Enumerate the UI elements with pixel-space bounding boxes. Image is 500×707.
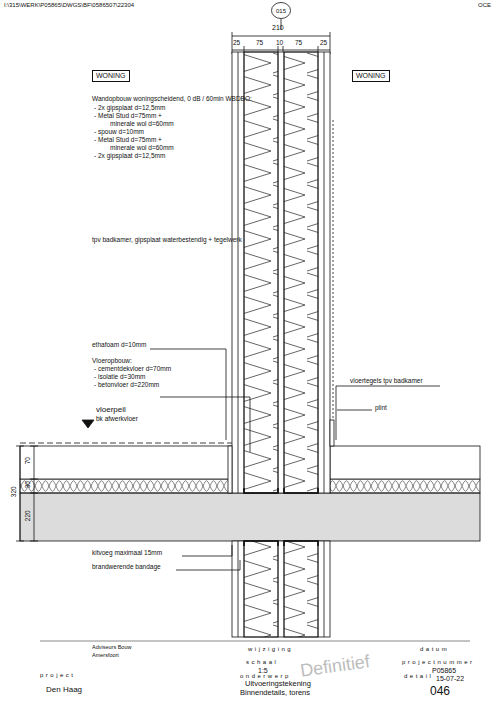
title-field: detail (404, 673, 433, 680)
callout: ethafoam d=10mm (92, 341, 146, 348)
file-path: I:\315\WERK\P05865\DWGS\BF\0586507\22304 (4, 2, 134, 9)
note: tpv badkamer, gipsplaat waterbestendig +… (92, 236, 242, 243)
dimension: 25 (320, 39, 327, 46)
room-name: WONING (352, 70, 390, 82)
title-value: 15-07-22 (436, 675, 464, 683)
dimension: 70 (24, 457, 31, 464)
floor-spec-title: Vloeropbouw: (92, 357, 132, 364)
title-field: wijziging (248, 646, 293, 653)
title-value: Den Haag (46, 685, 82, 694)
callout: vloertegels tpv badkamer (350, 377, 423, 384)
spec-line: - cementdekvloer d=70mm (94, 365, 171, 372)
dimension: 30 (24, 481, 31, 488)
title-value: Uitvoeringstekening (245, 680, 311, 689)
dimension: 320 (10, 486, 17, 497)
spec-line: - isolatie d=30mm (94, 373, 145, 380)
dimension: 10 (276, 39, 283, 46)
wall-spec-title: Wandopbouw woningscheidend, 0 dB / 60min… (92, 95, 252, 102)
title-value: P05865 (432, 667, 456, 675)
level-label: vloerpeil (96, 405, 126, 414)
level-label: bk afwerkvloer (96, 415, 138, 422)
callout: kitvoeg maximaal 15mm (92, 549, 162, 556)
detail-number: 046 (430, 685, 450, 699)
dimension: 75 (256, 39, 263, 46)
spec-line: - 2x gipsplaat d=12,5mm (94, 152, 165, 159)
title-field: project (40, 672, 76, 679)
grid-bubble: 015 (271, 2, 291, 19)
title-field: onderwerp (240, 673, 291, 680)
spec-line: minerale wol d=60mm (110, 144, 174, 151)
dimension: 75 (295, 39, 302, 46)
spec-line: - Metal Stud d=75mm + (94, 136, 162, 143)
company: Adviseurs Bouw (92, 644, 131, 650)
title-field: schaal (246, 659, 278, 666)
callout: plint (375, 404, 387, 411)
company: Amersfoort (92, 652, 119, 658)
title-value: Binnendetails, torens (240, 689, 310, 698)
spec-line: minerale wol d=60mm (110, 120, 174, 127)
title-field: projectnummer (402, 659, 475, 666)
spec-line: - Metal Stud d=75mm + (94, 112, 162, 119)
spec-line: - betonvloer d=220mm (94, 381, 159, 388)
dimension: 210 (272, 24, 284, 32)
callout: brandwerende bandage (92, 563, 161, 570)
spec-line: - 2x gipsplaat d=12,5mm (94, 104, 165, 111)
watermark: Definitief (299, 651, 371, 681)
sheet-code: OCE (478, 2, 491, 9)
dimension: 25 (233, 39, 240, 46)
grid-label: 015 (276, 8, 286, 14)
title-field: datum (420, 646, 449, 653)
spec-line: - spouw d=10mm (94, 128, 144, 135)
dimension: 220 (24, 510, 31, 521)
room-name: WONING (92, 70, 130, 82)
